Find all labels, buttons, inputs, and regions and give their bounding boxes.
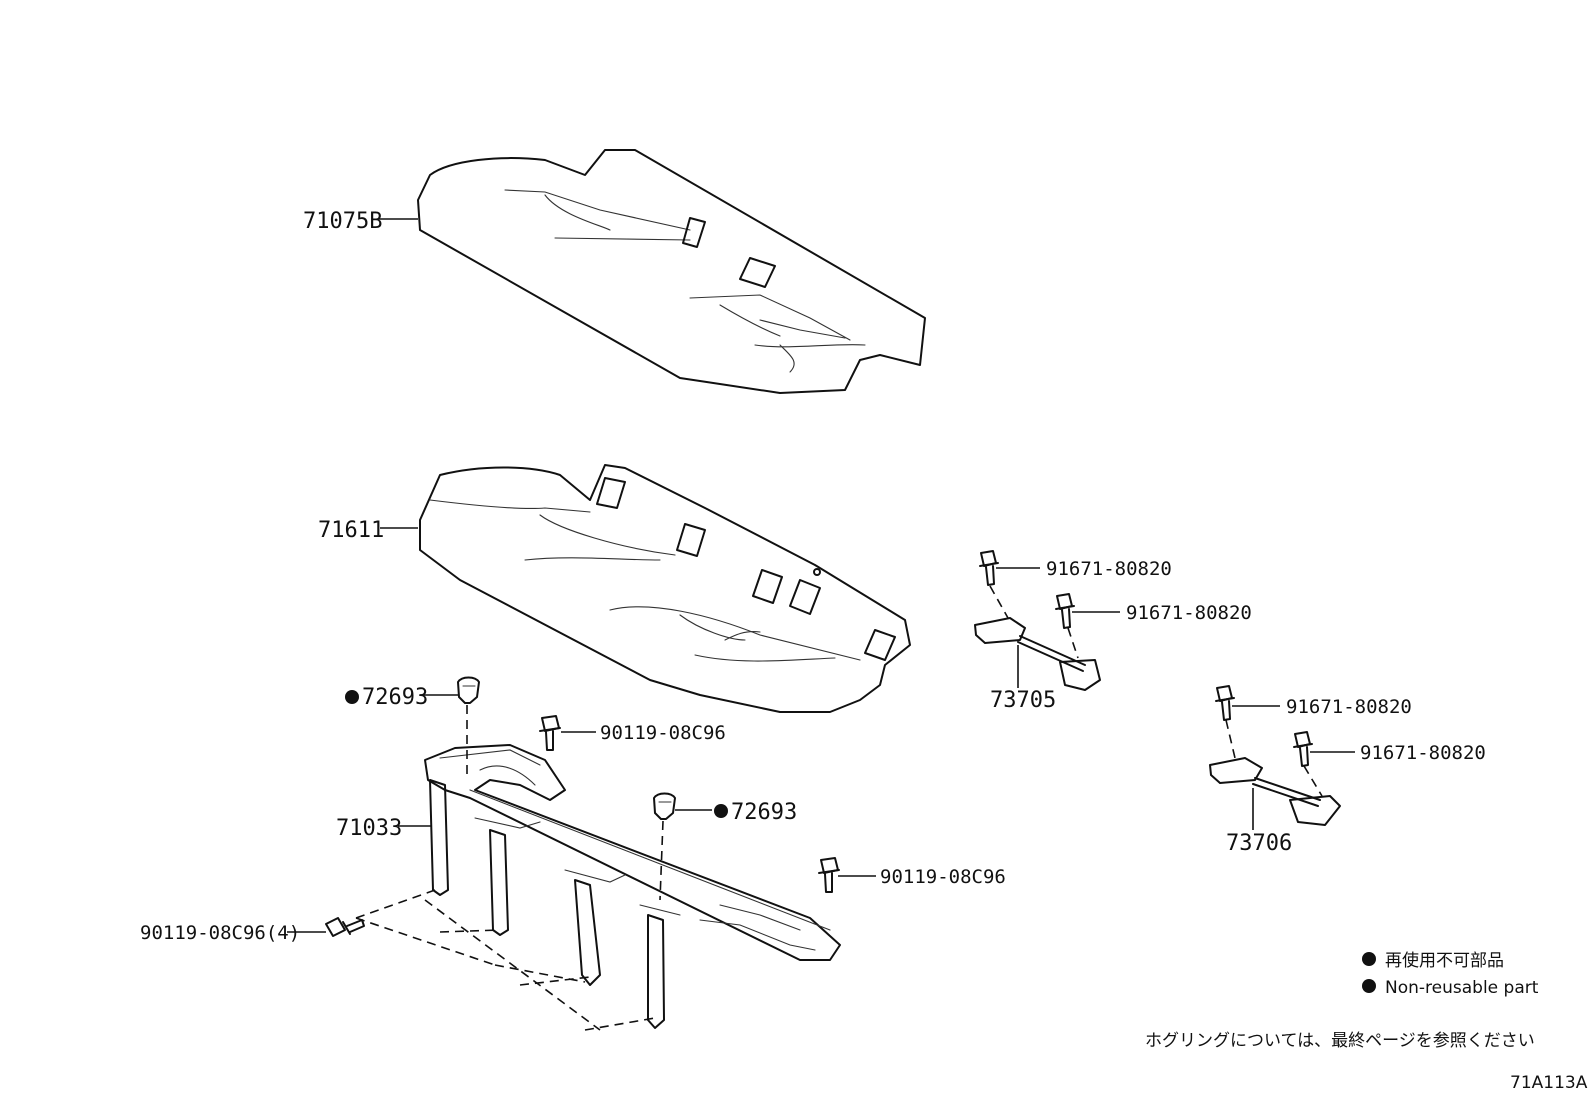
- seat-frame: [424, 744, 841, 1029]
- bolt-91671-r2: [1293, 731, 1313, 767]
- label-seat-back-pad: 71075B: [303, 209, 382, 234]
- label-seat-cushion-pad: 71611: [318, 518, 384, 543]
- bolt-90119-upper: [539, 715, 561, 751]
- bolt-91671-r1: [1215, 685, 1235, 721]
- label-bracket-left: 73705: [990, 688, 1056, 713]
- legend-dot-icon: [1362, 952, 1376, 966]
- bolt-90119-right: [818, 857, 840, 893]
- label-bolt-left-qty: 90119-08C96(4): [140, 922, 300, 944]
- clip-72693-b: [653, 792, 676, 820]
- legend-text-jp: 再使用不可部品: [1385, 950, 1504, 971]
- label-bolt-l2: 91671-80820: [1126, 602, 1252, 624]
- bracket-73706: [1209, 757, 1341, 826]
- label-clip-a: 72693: [362, 685, 428, 710]
- non-reusable-dot-icon: [714, 804, 728, 818]
- leader-lines: [287, 218, 1355, 933]
- label-bolt-l1: 91671-80820: [1046, 558, 1172, 580]
- bolt-91671-l2: [1055, 593, 1075, 629]
- bracket-73705: [974, 617, 1101, 691]
- non-reusable-dot-icon: [345, 690, 359, 704]
- clip-72693-a: [457, 676, 480, 704]
- label-bolt-upper: 90119-08C96: [600, 722, 726, 744]
- label-bolt-right: 90119-08C96: [880, 866, 1006, 888]
- assembly-lines: [355, 585, 1323, 1031]
- bolt-91671-l1: [979, 550, 999, 586]
- label-bolt-r1: 91671-80820: [1286, 696, 1412, 718]
- footnote: ホグリングについては、最終ページを参照ください: [1145, 1031, 1535, 1051]
- label-bolt-r2: 91671-80820: [1360, 742, 1486, 764]
- seat-back-pad: [417, 149, 926, 394]
- label-seat-frame: 71033: [336, 816, 402, 841]
- legend-text-en: Non-reusable part: [1385, 978, 1539, 998]
- seat-cushion-pad: [419, 464, 911, 713]
- figure-code: 71A113A: [1510, 1073, 1588, 1093]
- label-clip-b: 72693: [731, 800, 797, 825]
- label-bracket-right: 73706: [1226, 831, 1292, 856]
- legend-dot-icon: [1362, 979, 1376, 993]
- bolt-90119-left: [325, 917, 365, 937]
